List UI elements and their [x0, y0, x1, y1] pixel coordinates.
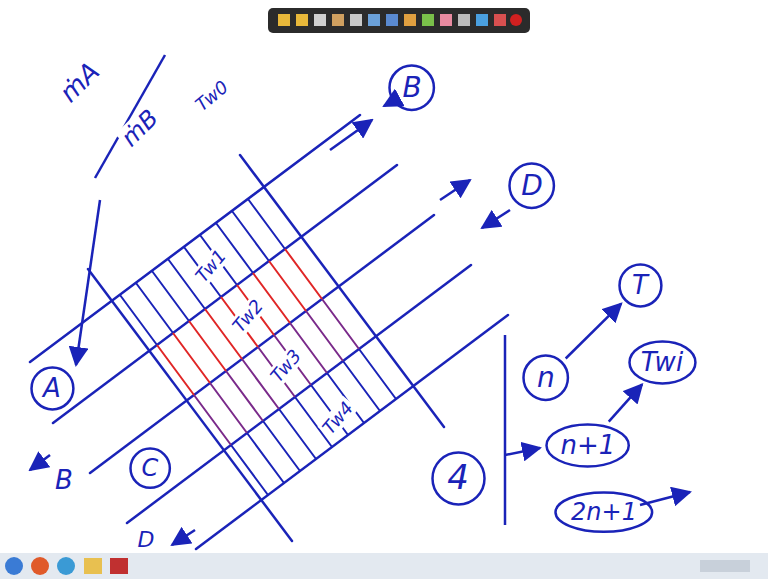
circled-symbol: B: [388, 64, 435, 111]
stream-walls: [30, 115, 508, 549]
symbol-text: D: [521, 171, 543, 202]
circled-symbol: 4: [431, 451, 486, 506]
wall-hatch: [231, 349, 396, 495]
circled-symbol: C: [129, 447, 171, 489]
symbol-text: 4: [447, 459, 469, 496]
circled-symbol: A: [30, 366, 75, 411]
wall-hatch: [120, 199, 285, 345]
symbol-text: 2n+1: [571, 499, 637, 525]
bracket-line: [504, 335, 507, 525]
symbol-text: A: [43, 374, 61, 403]
handwritten-label: Tw3: [266, 344, 307, 387]
symbol-text: n: [537, 363, 555, 394]
symbol-text: T: [632, 271, 648, 300]
toolbar-icons: [278, 14, 522, 26]
arrow-connector: [609, 384, 642, 421]
handwritten-label: ṁA: [53, 55, 107, 109]
symbol-text: C: [142, 455, 159, 481]
circled-symbol: n+1: [545, 423, 630, 468]
handwritten-label: Tw1: [191, 244, 232, 287]
circled-symbol: 2n+1: [554, 491, 654, 533]
handwritten-label: ṁB: [115, 103, 165, 153]
circled-symbol: Twi: [628, 340, 697, 385]
taskbar: [0, 553, 768, 579]
handwritten-label: B: [53, 466, 75, 495]
symbol-text: Twi: [641, 348, 683, 377]
symbol-text: n+1: [561, 431, 616, 460]
wall-hatch: [194, 299, 359, 445]
symbol-text: B: [402, 73, 421, 104]
handwritten-label: Tw0: [190, 76, 233, 117]
circled-symbol: n: [522, 354, 569, 401]
toolbar: [268, 8, 530, 33]
flow-arrows: [30, 100, 690, 545]
handwritten-label: Tw2: [228, 294, 269, 337]
pointer-arrow: [505, 448, 540, 455]
handwritten-label: D: [136, 528, 157, 552]
taskbar-icons: [5, 557, 750, 575]
circled-symbol: T: [618, 263, 663, 308]
circled-symbol: D: [508, 162, 555, 209]
arrow-connector: [566, 304, 622, 359]
wall-hatch: [157, 249, 322, 395]
divider-stroke: [95, 55, 165, 178]
